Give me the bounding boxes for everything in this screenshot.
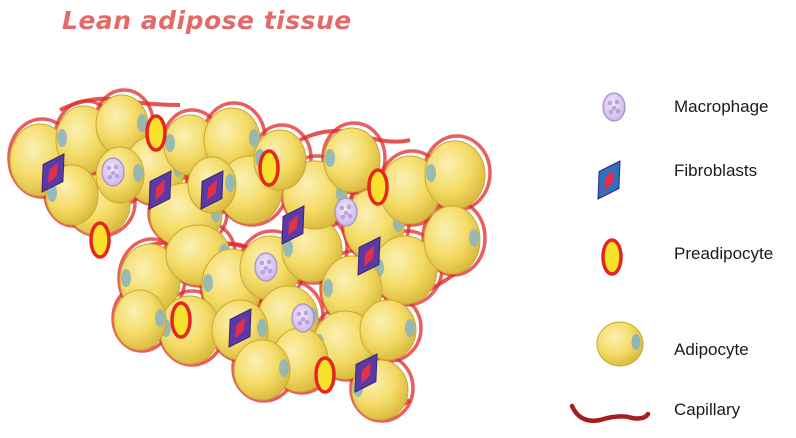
fibroblast-cell: [357, 236, 381, 276]
preadipocyte-cell: [145, 114, 167, 152]
preadipocyte-group: [89, 114, 389, 394]
adipocyte-nucleus: [405, 319, 415, 337]
adipocyte-nucleus: [426, 164, 436, 182]
adipocyte-cell: [95, 94, 149, 156]
fibroblast-cell: [281, 205, 305, 245]
fibroblast-cell: [200, 170, 224, 210]
adipocyte-nucleus: [165, 134, 175, 152]
fibroblast-group: [41, 153, 381, 393]
adipocyte-nucleus: [133, 164, 143, 182]
capillary-icon: [569, 403, 651, 423]
adipocyte-cell: [424, 140, 486, 210]
macrophage-group: [101, 157, 358, 333]
legend-label-macrophage: Macrophage: [674, 97, 769, 116]
adipocyte-cell: [359, 299, 417, 361]
adipocyte-nucleus: [257, 319, 267, 337]
adipocyte-nucleus: [283, 239, 293, 257]
adipocyte-nucleus: [57, 129, 67, 147]
adipocyte-nucleus: [323, 279, 333, 297]
adipocyte-cell: [423, 205, 481, 275]
adipocyte-icon: [596, 321, 644, 367]
adipocyte-nucleus: [225, 174, 235, 192]
macrophage-cell: [334, 197, 358, 227]
adipocyte-cluster: [9, 94, 486, 421]
fibroblast-cell: [354, 353, 378, 393]
legend-label-adipocyte: Adipocyte: [674, 340, 749, 359]
adipocyte-cell: [233, 339, 291, 401]
adipocyte-nucleus: [325, 149, 335, 167]
diagram-title: Lean adipose tissue: [62, 6, 352, 35]
adipocyte-cell: [113, 289, 167, 351]
adipocyte-nucleus: [203, 274, 213, 292]
fibroblast-cell: [148, 170, 172, 210]
adipocyte-cell: [323, 127, 381, 193]
legend-label-capillary: Capillary: [674, 400, 741, 419]
legend-label-preadipocyte: Preadipocyte: [674, 244, 774, 263]
fibroblast-cell: [41, 153, 65, 193]
adipocyte-nucleus: [279, 359, 289, 377]
macrophage-cell: [101, 157, 125, 187]
adipocyte-nucleus: [469, 229, 479, 247]
preadipocyte-cell: [314, 356, 336, 394]
legend-icons: [569, 92, 651, 423]
macrophage-cell: [254, 252, 278, 282]
preadipocyte-cell: [89, 221, 111, 259]
legend-label-fibroblasts: Fibroblasts: [674, 161, 758, 180]
adipocyte-nucleus: [249, 129, 259, 147]
macrophage-icon: [602, 92, 626, 122]
preadipocyte-icon: [601, 238, 623, 276]
adipocyte-nucleus: [137, 114, 147, 132]
fibroblast-icon: [597, 160, 621, 200]
fibroblast-cell: [228, 308, 252, 348]
adipocyte-nucleus: [155, 309, 165, 327]
macrophage-cell: [291, 303, 315, 333]
adipocyte-nucleus: [121, 269, 131, 287]
preadipocyte-cell: [170, 301, 192, 339]
preadipocyte-cell: [367, 168, 389, 206]
preadipocyte-cell: [258, 149, 280, 187]
